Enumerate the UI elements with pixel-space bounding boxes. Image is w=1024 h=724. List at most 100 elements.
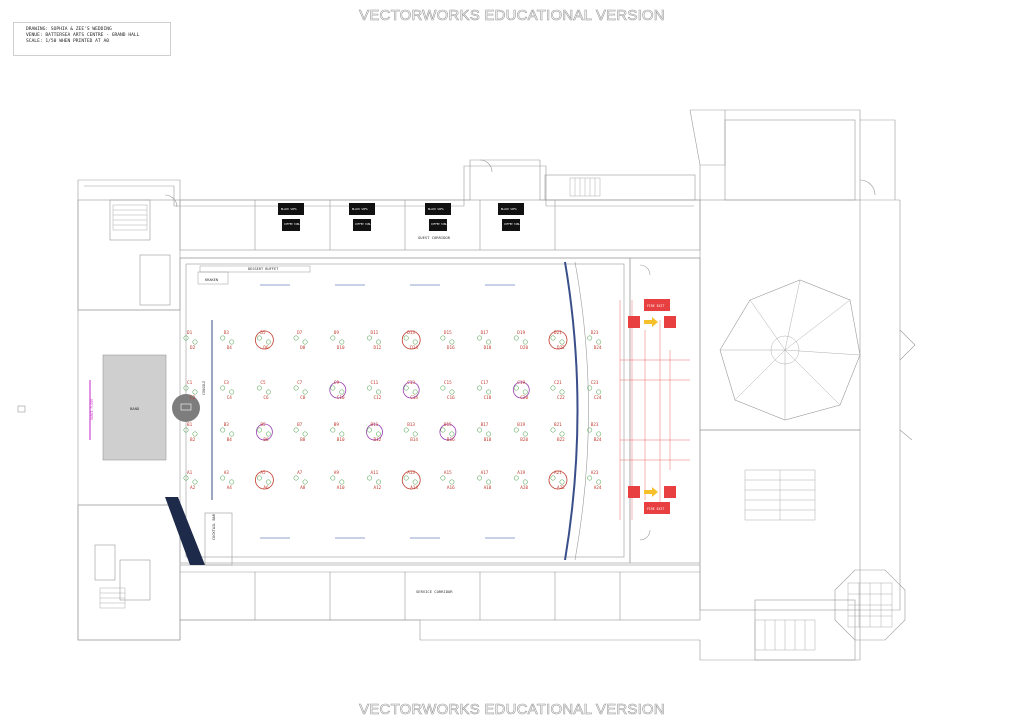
seat-marker-icon	[477, 475, 483, 481]
svg-text:BAND: BAND	[130, 406, 140, 411]
seat-marker-icon	[587, 385, 593, 391]
seat-label: A20	[520, 485, 528, 491]
seating-grid[interactable]: D1D2D3D4D5D6D7D8D9D10D11D12D13D14D15D16D…	[183, 330, 602, 491]
seat-label: B15	[444, 422, 452, 428]
seat-label: A18	[484, 485, 492, 491]
seat-marker-icon	[587, 475, 593, 481]
seat-marker-icon	[265, 389, 271, 395]
round-table-ring	[439, 423, 457, 441]
round-table-ring	[401, 330, 421, 350]
seat-marker-icon	[596, 389, 602, 395]
seat-marker-icon	[376, 389, 381, 395]
seat-marker-icon	[302, 389, 308, 395]
watermark-bottom: VECTORWORKS EDUCATIONAL VERSION	[359, 701, 665, 719]
seat-marker-icon	[183, 427, 189, 433]
seat-label: A14	[410, 485, 418, 491]
seat-label: D14	[410, 345, 418, 351]
seat-label: D11	[371, 330, 379, 336]
seat-label: C23	[591, 380, 599, 386]
seat-marker-icon	[339, 431, 345, 437]
seat-marker-icon	[183, 385, 189, 391]
exit-arrow-icon	[644, 487, 658, 497]
round-table-ring	[512, 381, 530, 399]
seat-label: D1	[187, 330, 193, 336]
seat-label: A5	[260, 470, 266, 476]
round-table-ring	[255, 423, 273, 441]
seat-marker-icon	[449, 339, 455, 345]
seat-label: C7	[297, 380, 303, 386]
seat-label: A10	[337, 485, 345, 491]
seat-label: D18	[484, 345, 492, 351]
round-table-ring	[254, 330, 274, 350]
seat-marker-icon	[587, 335, 593, 341]
seat-marker-icon	[183, 475, 189, 481]
seat-marker-icon	[412, 339, 418, 345]
seat-label: A23	[591, 470, 599, 476]
round-table-ring	[401, 470, 421, 490]
seat-label: A11	[371, 470, 379, 476]
black-sofa	[498, 203, 524, 215]
seat-label: A8	[300, 485, 306, 491]
drawing-title: DRAWING: SOPHIA & ZEE'S WEDDING	[26, 27, 112, 32]
seat-marker-icon	[550, 475, 556, 481]
seat-marker-icon	[293, 335, 299, 341]
service-corridor-label: SERVICE CORRIDOR	[416, 589, 453, 594]
svg-text:CONSOLE: CONSOLE	[202, 381, 206, 395]
seat-label: B20	[520, 437, 528, 443]
round-table-ring	[548, 330, 568, 350]
seat-marker-icon	[367, 335, 372, 341]
